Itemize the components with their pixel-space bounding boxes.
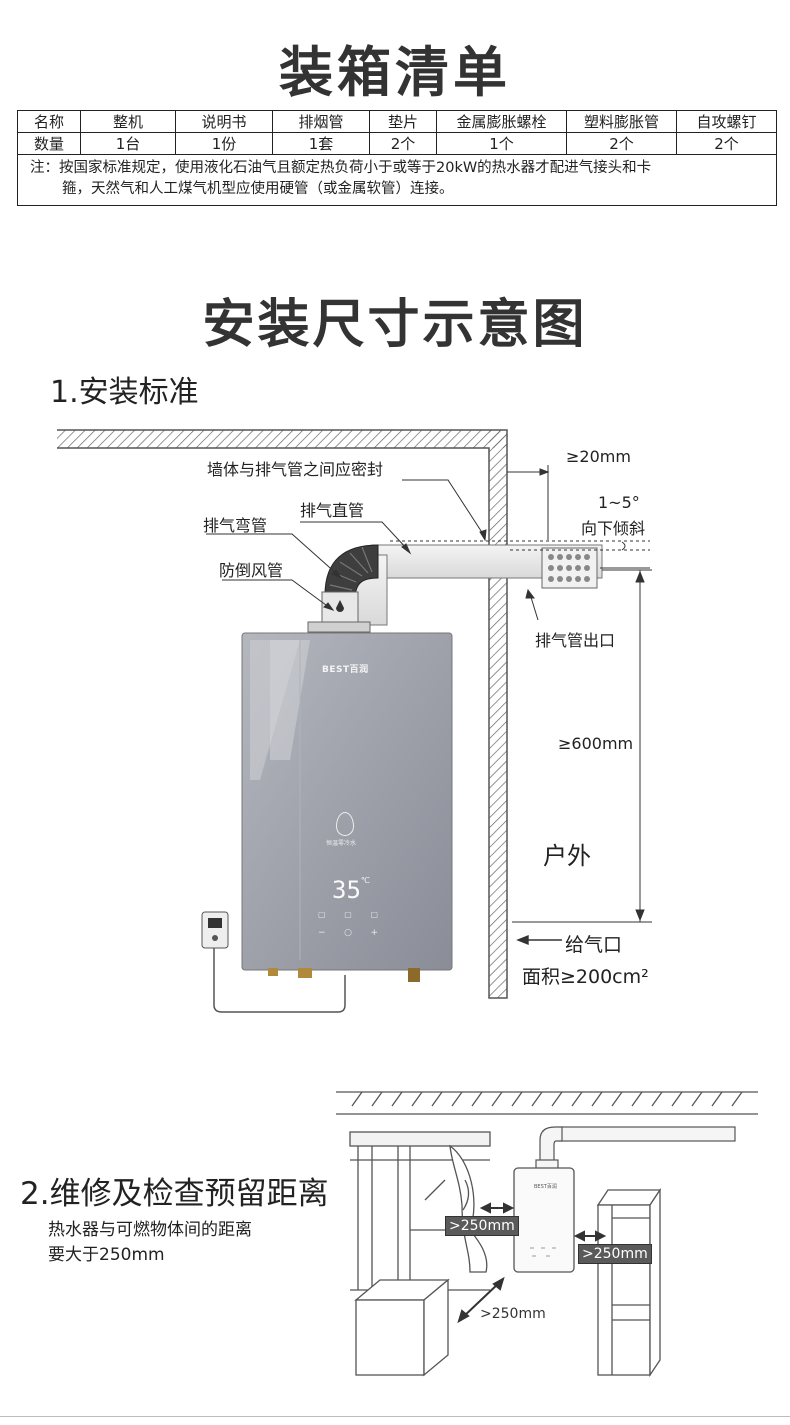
seal-leader <box>402 479 487 542</box>
table-row-note: 注：按国家标准规定，使用液化石油气且额定热负荷小于或等于20kW的热水器才配进气… <box>17 154 777 206</box>
heater-control-icons: ▢ ▢ ▢ <box>318 910 378 936</box>
power-icon: ○ <box>344 928 352 938</box>
label-straight-pipe: 排气直管 <box>300 501 365 520</box>
elbow-leader <box>206 533 343 580</box>
section-2-desc-line2: 要大于250mm <box>48 1245 165 1265</box>
display-unit: ℃ <box>360 876 370 885</box>
clearance-exhaust-pipe <box>535 1126 736 1171</box>
air-inlet-arrow <box>516 934 562 946</box>
tilt-guides <box>390 540 650 569</box>
outlet-leader <box>525 588 539 621</box>
table-cell: 金属膨胀螺栓 <box>436 110 567 133</box>
clearance-heater-brand: BEST百润 <box>534 1184 557 1190</box>
control-icon: ▢ <box>344 910 352 919</box>
clearance-left-badge: >250mm <box>445 1216 519 1236</box>
label-anti-backdraft: 防倒风管 <box>219 561 284 580</box>
dimension-title: 安装尺寸示意图 <box>202 295 588 355</box>
backdraft-leader <box>222 579 335 611</box>
height-600-marker <box>512 569 652 923</box>
elbow-exhaust-pipe <box>324 544 379 601</box>
display-temp: 35 <box>332 876 361 904</box>
packing-list-title: 装箱清单 <box>279 41 511 104</box>
label-exhaust-outlet: 排气管出口 <box>535 631 616 650</box>
section-1-title: 1.安装标准 <box>50 375 199 410</box>
section-2-desc-line1: 热水器与可燃物体间的距离 <box>48 1220 252 1240</box>
label-area: 面积≥200cm² <box>522 966 649 988</box>
table-cell: 塑料膨胀管 <box>566 110 677 133</box>
gap-20-marker <box>507 465 550 540</box>
table-cell: 垫片 <box>369 110 437 133</box>
plus-icon: + <box>370 928 378 938</box>
curtain <box>449 1144 488 1273</box>
heater-display: 35℃ <box>332 876 370 904</box>
packing-note: 注：按国家标准规定，使用液化石油气且额定热负荷小于或等于20kW的热水器才配进气… <box>17 154 777 206</box>
label-wall-seal: 墙体与排气管之间应密封 <box>207 460 384 479</box>
note-line-2: 箍，天然气和人工煤气机型应使用硬管（或金属软管）连接。 <box>62 181 454 197</box>
label-height-600: ≥600mm <box>558 734 634 753</box>
label-outdoor: 户外 <box>543 842 591 870</box>
label-tilt-text: 向下倾斜 <box>581 519 646 538</box>
water-heater <box>241 632 453 982</box>
label-elbow-pipe: 排气弯管 <box>203 516 268 535</box>
clearance-right-badge: >250mm <box>578 1244 652 1264</box>
label-tilt-range: 1~5° <box>598 493 640 512</box>
ceiling <box>336 1091 758 1115</box>
heater-control-icons-row2: − ○ + <box>318 928 378 938</box>
bottom-divider <box>0 1416 790 1417</box>
control-icon: ▢ <box>318 910 326 919</box>
label-gap-20: ≥20mm <box>566 447 631 466</box>
power-plug <box>201 911 346 1013</box>
clearance-arrows <box>457 1202 607 1324</box>
water-drop-icon <box>336 812 354 836</box>
cabinet-box <box>354 1278 450 1377</box>
note-line-1: 注：按国家标准规定，使用液化石油气且额定热负荷小于或等于20kW的热水器才配进气… <box>30 160 652 176</box>
clearance-front-label: >250mm <box>480 1306 546 1322</box>
outlet-holes <box>548 554 590 582</box>
heater-icon-caption: 恒温零冷水 <box>326 840 357 847</box>
section-2-title: 2.维修及检查预留距离 <box>20 1176 329 1212</box>
packing-list-table: 名称 整机 说明书 排烟管 垫片 金属膨胀螺栓 塑料膨胀管 自攻螺钉 数量 1台… <box>17 110 777 206</box>
heater-brand: BEST百润 <box>322 665 369 675</box>
anti-backdraft-pipe <box>307 591 371 633</box>
straight-pipe-leader <box>300 521 412 555</box>
table-cell: 1套 <box>272 132 370 155</box>
label-air-inlet: 给气口 <box>565 934 623 956</box>
table-row-header: 名称 整机 说明书 排烟管 垫片 金属膨胀螺栓 塑料膨胀管 自攻螺钉 <box>17 110 777 133</box>
bookshelf <box>596 1187 662 1378</box>
minus-icon: − <box>318 928 326 938</box>
control-icon: ▢ <box>370 910 378 919</box>
